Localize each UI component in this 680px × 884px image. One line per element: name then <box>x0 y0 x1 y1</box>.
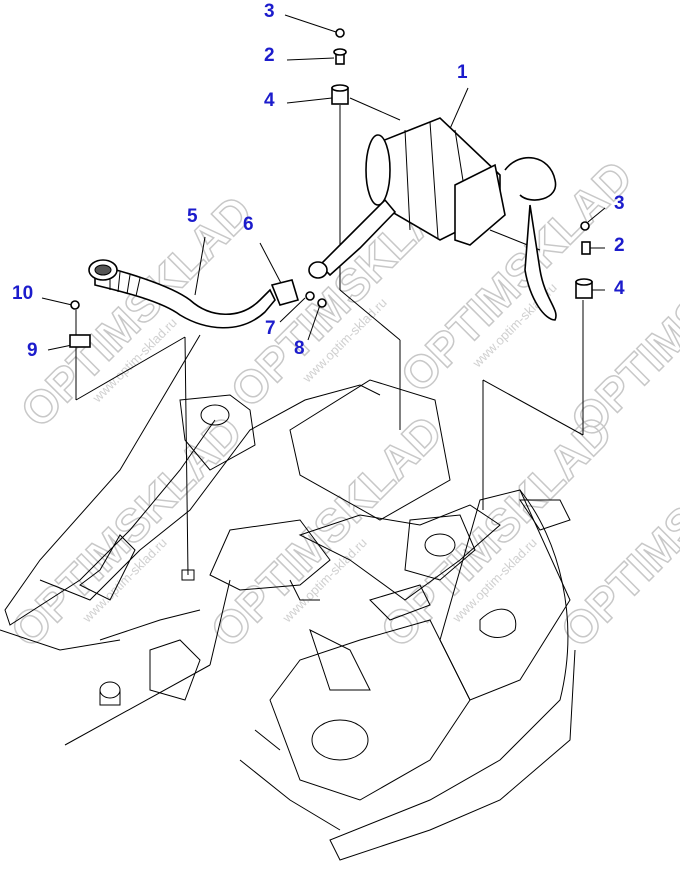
watermark-brand: OPTIMSKLAD <box>10 185 262 437</box>
callout-6: 6 <box>243 214 254 235</box>
leader-lines <box>41 14 606 746</box>
callout-2-right: 2 <box>614 235 625 256</box>
callout-8: 8 <box>294 338 305 359</box>
callout-4-top: 4 <box>264 90 275 111</box>
callout-7: 7 <box>265 318 276 339</box>
callout-2-top: 2 <box>264 45 275 66</box>
muffler <box>308 117 557 321</box>
right-frame <box>209 379 576 861</box>
callout-10: 10 <box>12 283 34 304</box>
left-frame <box>0 334 381 706</box>
callout-3-top: 3 <box>264 1 275 22</box>
callout-4-right: 4 <box>614 278 625 299</box>
callout-5: 5 <box>187 206 198 227</box>
callout-9: 9 <box>27 340 38 361</box>
hose <box>88 259 300 329</box>
callout-1: 1 <box>457 62 468 83</box>
callout-3-right: 3 <box>614 193 625 214</box>
fasteners <box>69 28 593 348</box>
